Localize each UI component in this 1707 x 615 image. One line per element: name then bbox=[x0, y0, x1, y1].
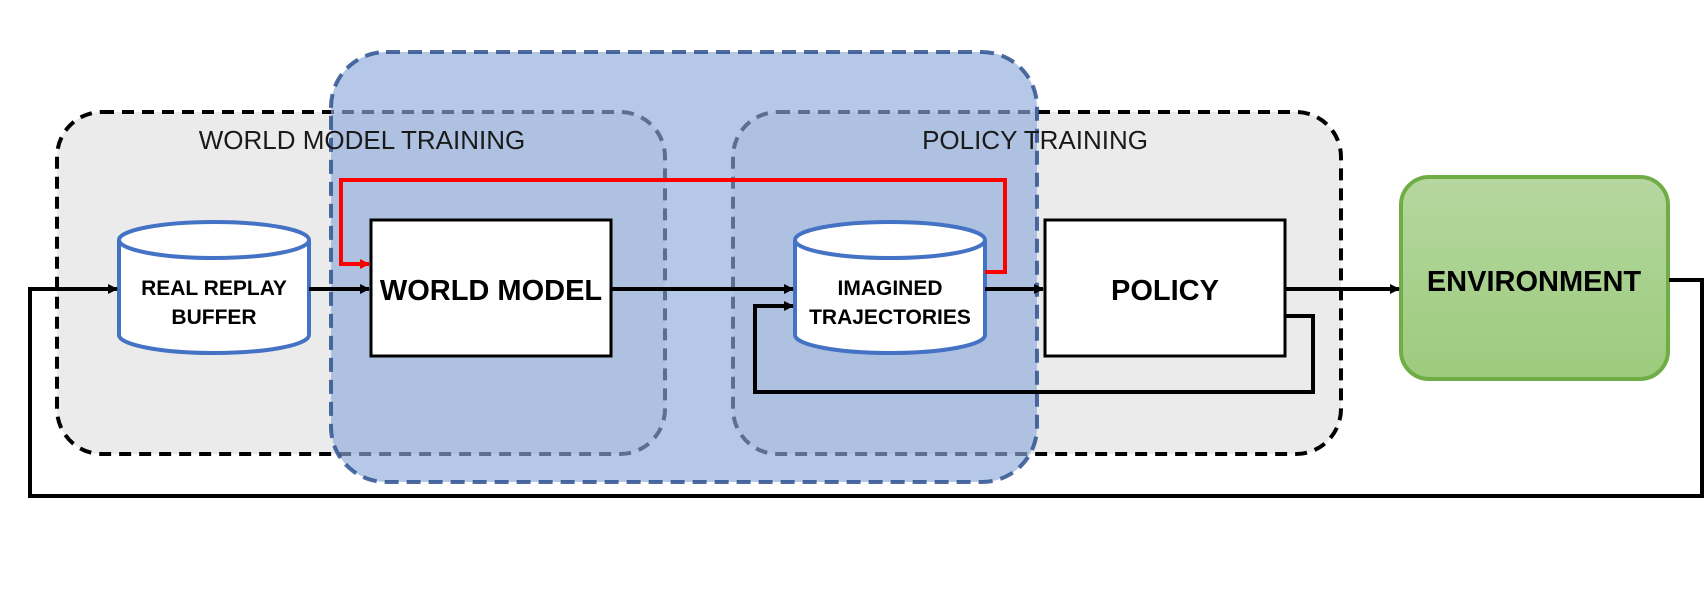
real-replay-buffer-database: REAL REPLAY BUFFER bbox=[117, 220, 311, 355]
imagined-trajectories-database: IMAGINED TRAJECTORIES bbox=[793, 220, 987, 355]
world-model-node: WORLD MODEL bbox=[369, 218, 613, 358]
real-replay-buffer-label-line2: BUFFER bbox=[171, 306, 256, 329]
arrow-imagined-to-world-model-red bbox=[339, 178, 1007, 274]
policy-training-label: POLICY TRAINING bbox=[922, 125, 1148, 155]
arrow-env-to-buffer-loop bbox=[28, 278, 1704, 498]
imagined-trajectories-label-line1: IMAGINED bbox=[838, 277, 943, 300]
shared-training-region bbox=[329, 50, 1039, 484]
world-model-label: WORLD MODEL bbox=[380, 275, 602, 307]
imagined-trajectories-label-line2: TRAJECTORIES bbox=[809, 306, 971, 329]
arrow-policy-feedback-loop bbox=[753, 301, 1315, 394]
policy-node: POLICY bbox=[1043, 218, 1287, 358]
policy-label: POLICY bbox=[1111, 275, 1219, 307]
real-replay-buffer-label-line1: REAL REPLAY bbox=[141, 277, 287, 300]
environment-label: ENVIRONMENT bbox=[1427, 266, 1642, 298]
environment-node: ENVIRONMENT bbox=[1399, 175, 1670, 381]
world-model-training-label: WORLD MODEL TRAINING bbox=[199, 125, 525, 155]
